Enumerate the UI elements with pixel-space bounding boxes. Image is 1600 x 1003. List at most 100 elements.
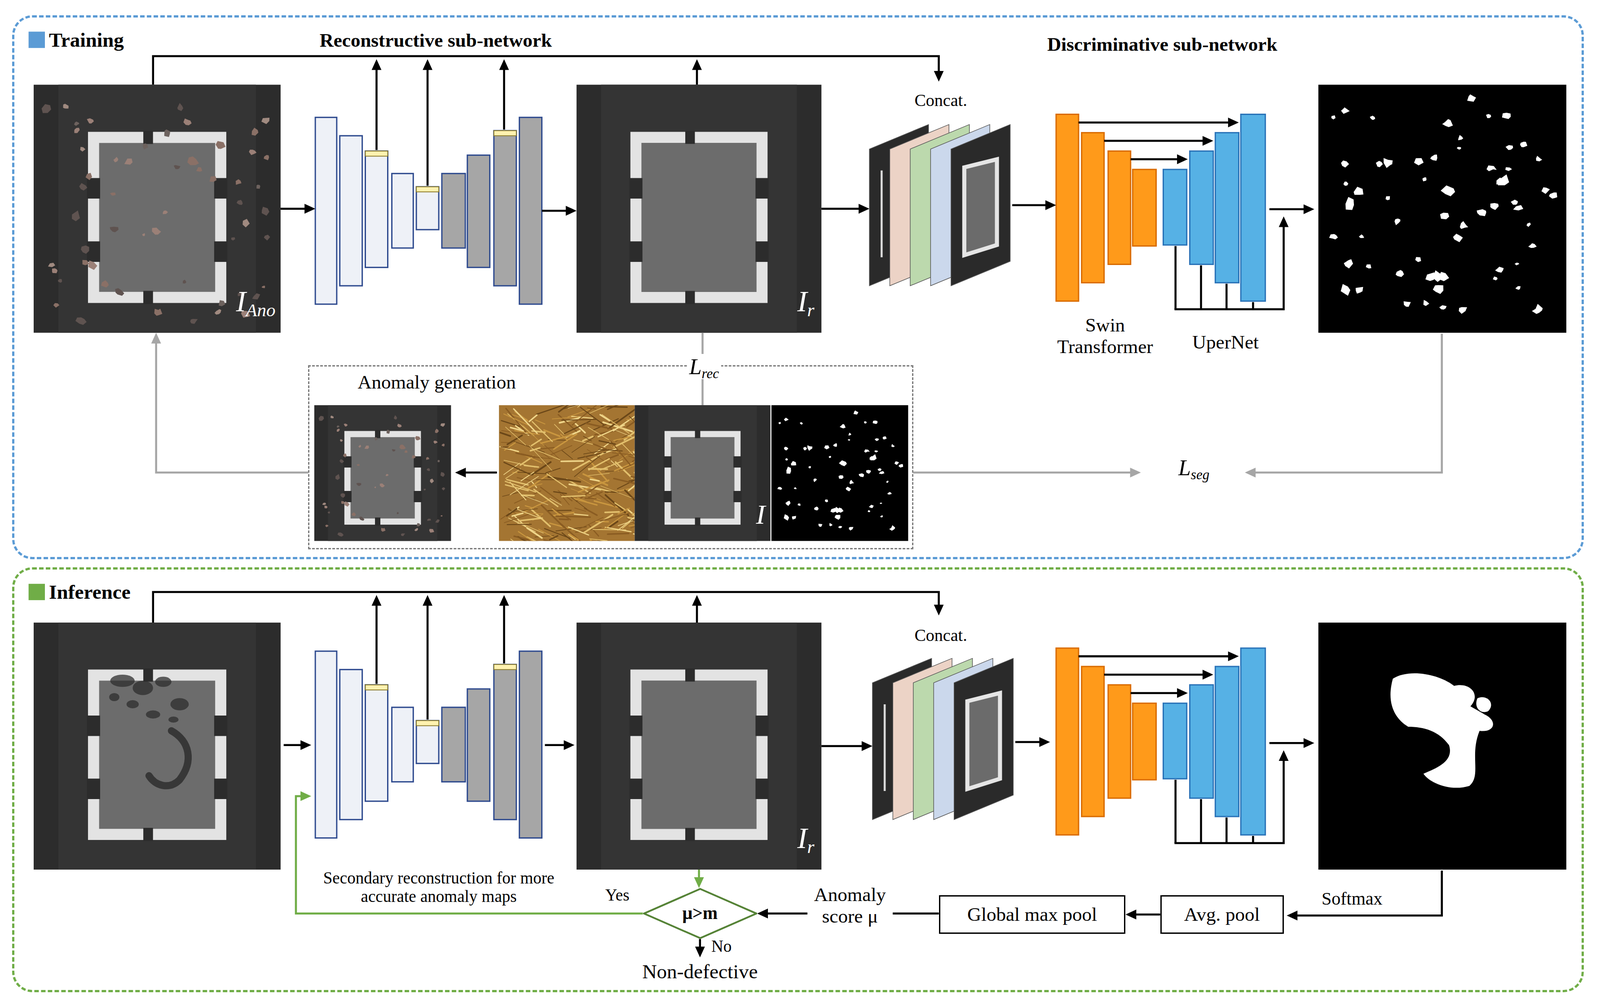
wire-line bbox=[1269, 208, 1310, 211]
chip-notch bbox=[685, 290, 695, 305]
image-symbol: IAno bbox=[236, 284, 276, 318]
wire-line bbox=[153, 591, 939, 623]
arrow-head bbox=[563, 740, 575, 750]
texture-fibre bbox=[549, 535, 558, 540]
arrow-head bbox=[304, 203, 316, 214]
mask-blob bbox=[1425, 272, 1435, 281]
anomaly-flake bbox=[236, 199, 243, 205]
layer-detail bbox=[880, 170, 883, 257]
image-symbol: Ir bbox=[797, 284, 815, 318]
mask-blob bbox=[1345, 197, 1354, 211]
skip-feature bbox=[493, 130, 517, 136]
texture-fibre bbox=[582, 436, 593, 441]
texture-fibre bbox=[500, 446, 519, 452]
wire-line bbox=[1174, 221, 1284, 309]
chip-frame bbox=[88, 669, 227, 840]
anomaly-flake bbox=[393, 414, 397, 420]
network-layer bbox=[339, 135, 363, 286]
arrow-head bbox=[1303, 737, 1315, 748]
mask-blob bbox=[889, 524, 895, 531]
mask-blob bbox=[830, 507, 836, 513]
concat-stack: Concat. bbox=[869, 124, 1013, 286]
anomaly-flake bbox=[392, 449, 396, 452]
anomaly-flake bbox=[385, 473, 389, 477]
chip-notch bbox=[413, 490, 422, 503]
chip-notch bbox=[733, 490, 742, 503]
network-layer bbox=[416, 720, 439, 763]
texture-fibre bbox=[574, 455, 600, 477]
mask-blob bbox=[1476, 209, 1486, 216]
mask-blob bbox=[1331, 115, 1336, 120]
image-background bbox=[33, 622, 281, 870]
anomaly-flake bbox=[231, 237, 236, 241]
arrow-head bbox=[422, 595, 433, 606]
texture-fibre bbox=[525, 505, 534, 509]
anomaly-flake bbox=[430, 478, 435, 484]
defect-spot bbox=[168, 716, 179, 723]
anomaly-flake bbox=[62, 103, 69, 109]
chip-notch bbox=[695, 429, 701, 438]
arrow-head bbox=[422, 59, 433, 71]
chip-notch bbox=[685, 668, 695, 682]
anomaly-flake bbox=[182, 279, 187, 284]
swin-stage bbox=[1056, 647, 1079, 835]
anomaly-flake bbox=[433, 440, 438, 444]
feature-layer bbox=[954, 658, 1014, 820]
texture-fibre bbox=[613, 436, 630, 441]
chip-notch bbox=[413, 456, 422, 468]
texture-fibre bbox=[518, 517, 543, 521]
upernet-stage bbox=[1163, 703, 1187, 779]
arrow-head bbox=[1202, 669, 1214, 680]
wire-line bbox=[1291, 870, 1442, 916]
mask-blob bbox=[793, 486, 797, 489]
wire-line bbox=[1078, 655, 1234, 658]
mask-blob bbox=[838, 475, 844, 479]
wire-line bbox=[1199, 265, 1203, 310]
defect-spot bbox=[132, 680, 153, 696]
arrow-head bbox=[371, 59, 382, 71]
wire-line bbox=[1269, 741, 1310, 745]
chip-notch bbox=[629, 778, 643, 799]
mask-blob bbox=[785, 500, 791, 506]
mask-blob bbox=[887, 491, 892, 495]
texture-fibre bbox=[586, 423, 613, 429]
anomaly-flake bbox=[261, 117, 270, 124]
image-background bbox=[634, 405, 771, 541]
texture-fibre bbox=[605, 470, 614, 472]
mask-blob bbox=[1548, 192, 1557, 199]
texture-fibre bbox=[513, 408, 538, 434]
anomaly-flake bbox=[74, 121, 80, 126]
texture-fibre bbox=[529, 445, 552, 471]
mask-blob bbox=[867, 510, 871, 513]
texture-fibre bbox=[588, 492, 603, 498]
mask-blob bbox=[824, 499, 829, 503]
texture-fibre bbox=[556, 515, 591, 517]
mask-blob bbox=[1432, 285, 1444, 295]
texture-fibre bbox=[605, 494, 629, 516]
chip-notch bbox=[143, 827, 154, 841]
mask-blob bbox=[1340, 107, 1350, 114]
mask-blob bbox=[834, 506, 842, 513]
mask-blob bbox=[858, 473, 864, 477]
texture-fibre bbox=[632, 500, 635, 516]
chip-frame bbox=[630, 669, 768, 840]
network-layer bbox=[365, 150, 388, 268]
chip-surface bbox=[670, 436, 735, 519]
anomaly-flake bbox=[381, 527, 386, 532]
anomaly-flake bbox=[344, 501, 350, 507]
connector bbox=[542, 205, 577, 216]
chip-surface bbox=[99, 142, 216, 292]
mask-blob bbox=[1494, 266, 1504, 273]
texture-fibre bbox=[600, 414, 610, 421]
wire-line bbox=[375, 64, 378, 150]
chip-notch bbox=[629, 241, 643, 262]
arrow-head bbox=[934, 604, 944, 616]
texture-fibre bbox=[629, 416, 635, 437]
chip-notch bbox=[685, 130, 695, 144]
anomaly-flake bbox=[187, 156, 199, 166]
mask-blob bbox=[1344, 259, 1354, 269]
network-layer bbox=[519, 117, 543, 305]
texture-fibre bbox=[550, 498, 562, 506]
anomaly-flake bbox=[209, 176, 217, 182]
mask-blob bbox=[828, 455, 832, 459]
